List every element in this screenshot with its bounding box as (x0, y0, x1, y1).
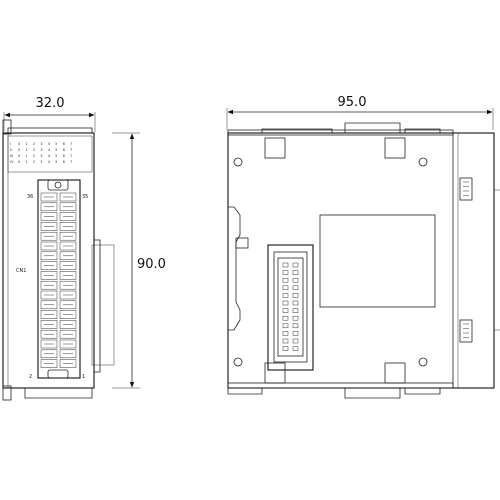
connector-pin (292, 300, 299, 306)
indicator-row-digits: 0 1 2 3 4 5 6 7 (18, 148, 74, 152)
side-view: 95.0 (226, 95, 500, 399)
terminal-cell (59, 202, 77, 212)
connector-pin (282, 293, 289, 298)
connector-pin (282, 315, 289, 321)
pin-label-bottom-right: 1 (82, 374, 85, 380)
side-width-dimension: 95.0 (338, 95, 367, 110)
height-dimension: 90.0 (112, 132, 166, 389)
terminal-cell (59, 310, 77, 319)
connector-pin (292, 315, 299, 321)
connector-pin (292, 338, 299, 344)
side-slot (459, 177, 473, 201)
connector-pin (282, 262, 289, 268)
terminal-cell (59, 290, 77, 300)
connector-label: CN1 (16, 268, 26, 274)
terminal-block (37, 179, 81, 379)
pin-label-bottom-left: 2 (29, 374, 32, 380)
terminal-cell (40, 192, 58, 202)
terminal-cell (59, 339, 77, 349)
terminal-cell (40, 359, 58, 368)
terminal-cell (59, 349, 77, 359)
terminal-cell (59, 192, 77, 202)
connector-pin (292, 331, 299, 336)
connector-pin (282, 300, 289, 306)
pin-label-top-right: 35 (82, 194, 88, 200)
terminal-cell (40, 300, 58, 310)
connector-pin (292, 262, 299, 268)
terminal-cell (40, 241, 58, 251)
mounting-hole (418, 357, 428, 367)
indicator-row-digits: 0 1 2 3 4 5 6 7 (18, 160, 74, 164)
terminal-cell (59, 251, 77, 261)
terminal-cell (40, 261, 58, 270)
mounting-hole (233, 357, 243, 367)
connector-pin (292, 270, 299, 275)
terminal-cell (40, 329, 58, 339)
connector-pin (282, 277, 289, 283)
connector-pin (292, 323, 299, 329)
front-view: 32.0 I 0 1 2 3 4 5 6 7 II 0 1 2 3 4 5 6 … (2, 96, 115, 401)
connector-pin (282, 308, 289, 313)
front-module-body (2, 132, 95, 389)
connector-pin (292, 293, 299, 298)
terminal-cell (40, 339, 58, 349)
terminal-cell (59, 231, 77, 241)
connector-pin (292, 346, 299, 351)
connector-pin (292, 285, 299, 291)
terminal-cell (40, 231, 58, 241)
terminal-cell (40, 222, 58, 231)
latch-window (384, 137, 406, 159)
terminal-cell (40, 310, 58, 319)
latch-window (264, 362, 286, 384)
connector-pin (282, 323, 289, 329)
terminal-cell (59, 212, 77, 221)
pin-label-top-left: 36 (27, 194, 33, 200)
latch-window (384, 362, 406, 384)
mounting-hole (233, 157, 243, 167)
terminal-cell (59, 261, 77, 270)
side-slot (459, 319, 473, 343)
indicator-row-digits: 0 1 2 3 4 5 6 7 (18, 154, 74, 158)
terminal-cell (59, 241, 77, 251)
connector-pin (292, 308, 299, 313)
terminal-cell (40, 320, 58, 329)
indicator-panel (7, 135, 93, 173)
terminal-cell (59, 300, 77, 310)
indicator-row-label: I (10, 142, 11, 146)
label-panel (319, 214, 436, 308)
terminal-cell (59, 271, 77, 280)
terminal-cell (40, 349, 58, 359)
connector-pin (282, 331, 289, 336)
terminal-rows (40, 192, 77, 368)
indicator-row-digits: 0 1 2 3 4 5 6 7 (18, 142, 74, 146)
connector-pin (282, 346, 289, 351)
slot-marks (463, 181, 469, 338)
connector-pin (292, 277, 299, 283)
terminal-cell (40, 212, 58, 221)
connector-pin (282, 270, 289, 275)
latch-window (264, 137, 286, 159)
connector-housing (267, 244, 314, 371)
height-dimension-value: 90.0 (137, 257, 166, 272)
terminal-cell (40, 202, 58, 212)
connector-pin (282, 338, 289, 344)
terminal-cell (40, 251, 58, 261)
connector-pins (282, 262, 299, 351)
terminal-cell (40, 290, 58, 300)
indicator-row-label: III (10, 154, 13, 158)
connector-pin (282, 285, 289, 291)
terminal-cell (59, 280, 77, 290)
indicator-rows: I 0 1 2 3 4 5 6 7 II 0 1 2 3 4 5 6 7 III… (10, 142, 74, 164)
terminal-cell (59, 222, 77, 231)
mounting-hole (418, 157, 428, 167)
terminal-cell (40, 280, 58, 290)
front-width-dimension: 32.0 (36, 96, 65, 111)
terminal-cell (59, 359, 77, 368)
indicator-row-label: IV (10, 160, 14, 164)
terminal-cell (59, 329, 77, 339)
indicator-row-label: II (10, 148, 12, 152)
terminal-cell (59, 320, 77, 329)
terminal-cell (40, 271, 58, 280)
